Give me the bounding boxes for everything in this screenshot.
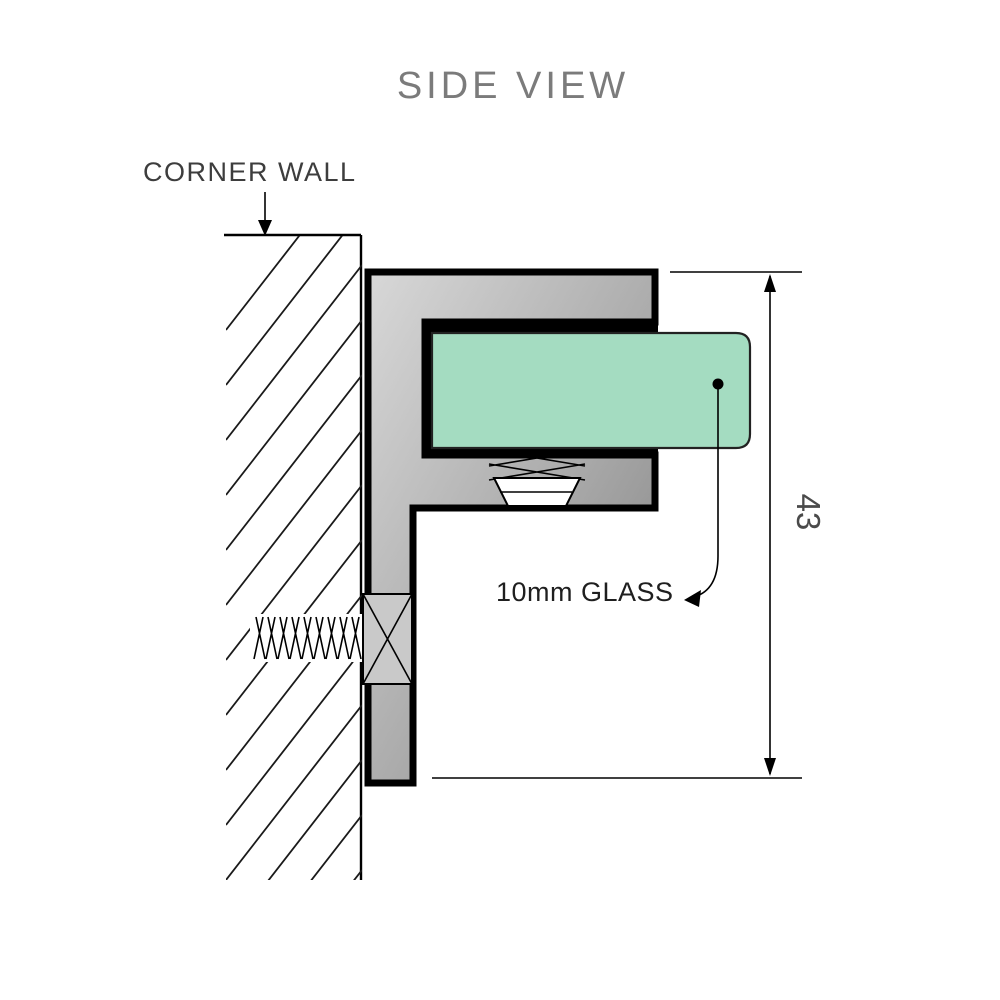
dimension-arrow-bottom: [764, 758, 776, 776]
corner-wall-label: CORNER WALL: [143, 157, 357, 187]
glass-panel: [430, 331, 752, 450]
glass-leader-dot: [712, 378, 724, 390]
glass-leader-arrow: [684, 590, 701, 607]
wall-hatching: [226, 236, 362, 880]
dimension-43: 43: [432, 271, 827, 779]
dimension-value-label: 43: [790, 494, 827, 531]
corner-wall-arrow: [258, 192, 272, 236]
diagram-title: SIDE VIEW: [397, 65, 629, 107]
dimension-arrow-top: [764, 274, 776, 292]
screw-head: [362, 593, 413, 685]
glass-label: 10mm GLASS: [496, 577, 674, 607]
glass-leader-line: [684, 378, 724, 607]
mounting-screw: [250, 593, 413, 685]
screw-thread: [253, 616, 362, 660]
grub-screw: [488, 449, 586, 507]
